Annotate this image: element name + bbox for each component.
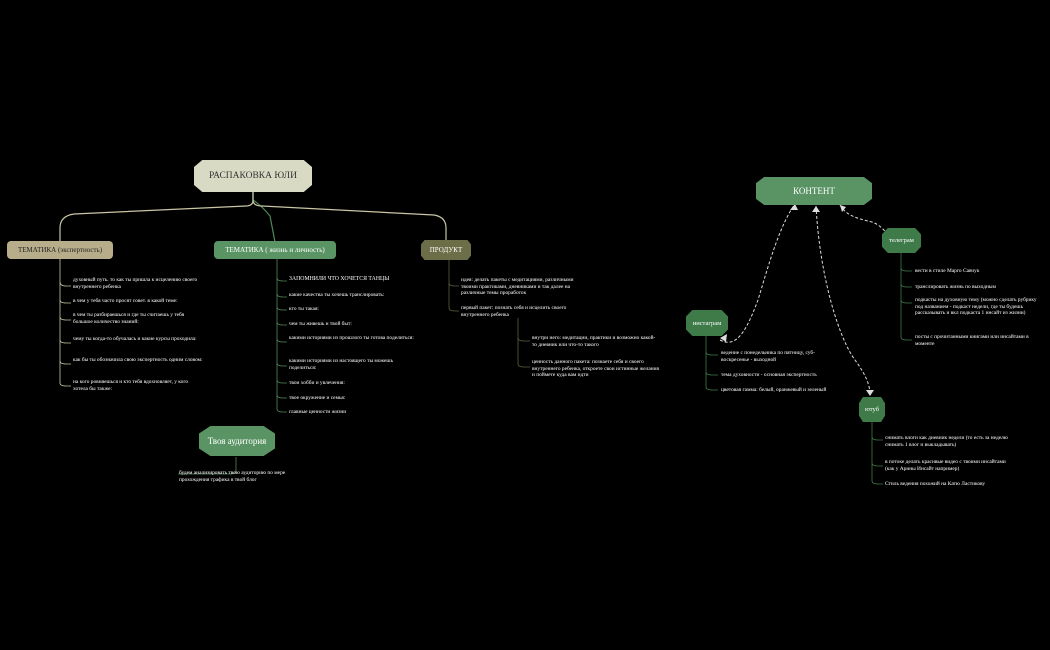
- instagram-node[interactable]: инстаграм: [686, 310, 728, 336]
- life-item-6[interactable]: какими историями из настоящего ты можешь…: [289, 358, 394, 371]
- expertise-item-5[interactable]: как бы ты обозначила свою экспертность о…: [73, 357, 203, 363]
- instagram-item-1[interactable]: ведение с понедельника по пятницу, суб-в…: [721, 350, 815, 363]
- life-item-3[interactable]: кто ты такая:: [289, 306, 319, 312]
- youtube-label: ютуб: [865, 406, 879, 413]
- instagram-links: [705, 335, 718, 391]
- link-root-branch3: [252, 192, 447, 242]
- branch-product[interactable]: ПРОДУКТ: [421, 240, 471, 260]
- telegram-item-4[interactable]: посты с прочитанными книгами или инсайта…: [915, 334, 1029, 347]
- youtube-item-1[interactable]: снимать влоги как дневник недели (то ест…: [885, 435, 1008, 448]
- audience-link: [178, 457, 237, 475]
- expertise-item-2[interactable]: в чем у тебя часто просят совет. в какой…: [73, 298, 178, 304]
- expertise-item-6[interactable]: на кого ровняешься и кто тебя вдохновляе…: [73, 379, 189, 392]
- branch-expertise-label: ТЕМАТИКА (экспертность): [17, 246, 103, 254]
- content-dashed-links: [719, 203, 887, 396]
- life-item-4[interactable]: чем ты живешь и твой быт:: [289, 321, 352, 327]
- expertise-item-1[interactable]: духовный путь. то как ты пришла к исцеле…: [73, 277, 198, 290]
- instagram-label: инстаграм: [692, 319, 722, 327]
- branch-product-label: ПРОДУКТ: [429, 246, 463, 254]
- product-subitem-1[interactable]: внутри него: медитации, практики и возмо…: [532, 335, 656, 348]
- expertise-item-3[interactable]: в чем ты разбираешься и где ты считаешь …: [73, 312, 185, 325]
- root-node[interactable]: РАСПАКОВКА ЮЛИ: [194, 160, 312, 192]
- life-item-9[interactable]: главные ценности жизни: [289, 409, 347, 415]
- expertise-item-4[interactable]: чему ты когда-то обучалась и какие курсы…: [73, 336, 197, 342]
- instagram-item-2[interactable]: тема духовности - основная экспертность: [721, 372, 817, 378]
- product-item-1[interactable]: идея: делать пакеты с медитациями, разли…: [461, 277, 574, 297]
- content-root-label: КОНТЕНТ: [793, 186, 835, 196]
- youtube-links: [871, 421, 883, 485]
- branch-expertise[interactable]: ТЕМАТИКА (экспертность): [7, 241, 113, 259]
- root-label: РАСПАКОВКА ЮЛИ: [209, 171, 297, 181]
- audience-node[interactable]: Твоя аудитория: [199, 426, 275, 456]
- telegram-links: [900, 252, 912, 341]
- telegram-node[interactable]: телеграм: [882, 228, 921, 253]
- link-root-branch1: [59, 192, 254, 242]
- life-item-2[interactable]: какие качества ты хочешь транслировать:: [289, 292, 385, 298]
- life-item-5[interactable]: какими историями из прошлого ты готова п…: [289, 335, 414, 341]
- product-subitem-2[interactable]: ценность данного пакета: познаете себя и…: [532, 359, 659, 379]
- youtube-item-2[interactable]: в потоке делать красивые видео с твоими …: [885, 459, 1006, 472]
- arrow-heads: [720, 204, 874, 396]
- audience-item-1[interactable]: будем анализировать твою аудиторию по ме…: [179, 470, 286, 483]
- link-root-branch2: [252, 192, 276, 243]
- product-item-2[interactable]: первый пакет: познать себя и исцелить св…: [461, 305, 567, 318]
- telegram-item-3[interactable]: подкасты на духовную тему (можно сделать…: [915, 297, 1037, 317]
- telegram-item-2[interactable]: транслировать жизнь по выходным: [915, 284, 996, 290]
- branch-life-label: ТЕМАТИКА ( жизнь и личность): [225, 246, 325, 254]
- telegram-item-1[interactable]: вести в стиле Марго Савчук: [915, 268, 980, 274]
- youtube-item-3[interactable]: Стиль ведения похожий на Катю Ластикову: [885, 481, 986, 487]
- branch3-links: [448, 259, 530, 368]
- branch1-links: [59, 259, 71, 387]
- instagram-item-3[interactable]: цветовая гамма: белый, оранжевый и зелен…: [721, 387, 827, 393]
- life-item-7[interactable]: твои хобби и увлечения:: [289, 380, 345, 386]
- telegram-label: телеграм: [889, 237, 914, 244]
- life-item-1[interactable]: ЗАПОМНИЛИ ЧТО ХОЧЕТСЯ ТАНЦЫ: [289, 276, 390, 282]
- content-root-node[interactable]: КОНТЕНТ: [756, 177, 872, 205]
- audience-label: Твоя аудитория: [207, 436, 267, 446]
- life-item-8[interactable]: твое окружение и семья:: [289, 395, 346, 401]
- branch-life[interactable]: ТЕМАТИКА ( жизнь и личность): [214, 241, 336, 259]
- youtube-node[interactable]: ютуб: [859, 397, 885, 422]
- branch2-links: [276, 259, 287, 413]
